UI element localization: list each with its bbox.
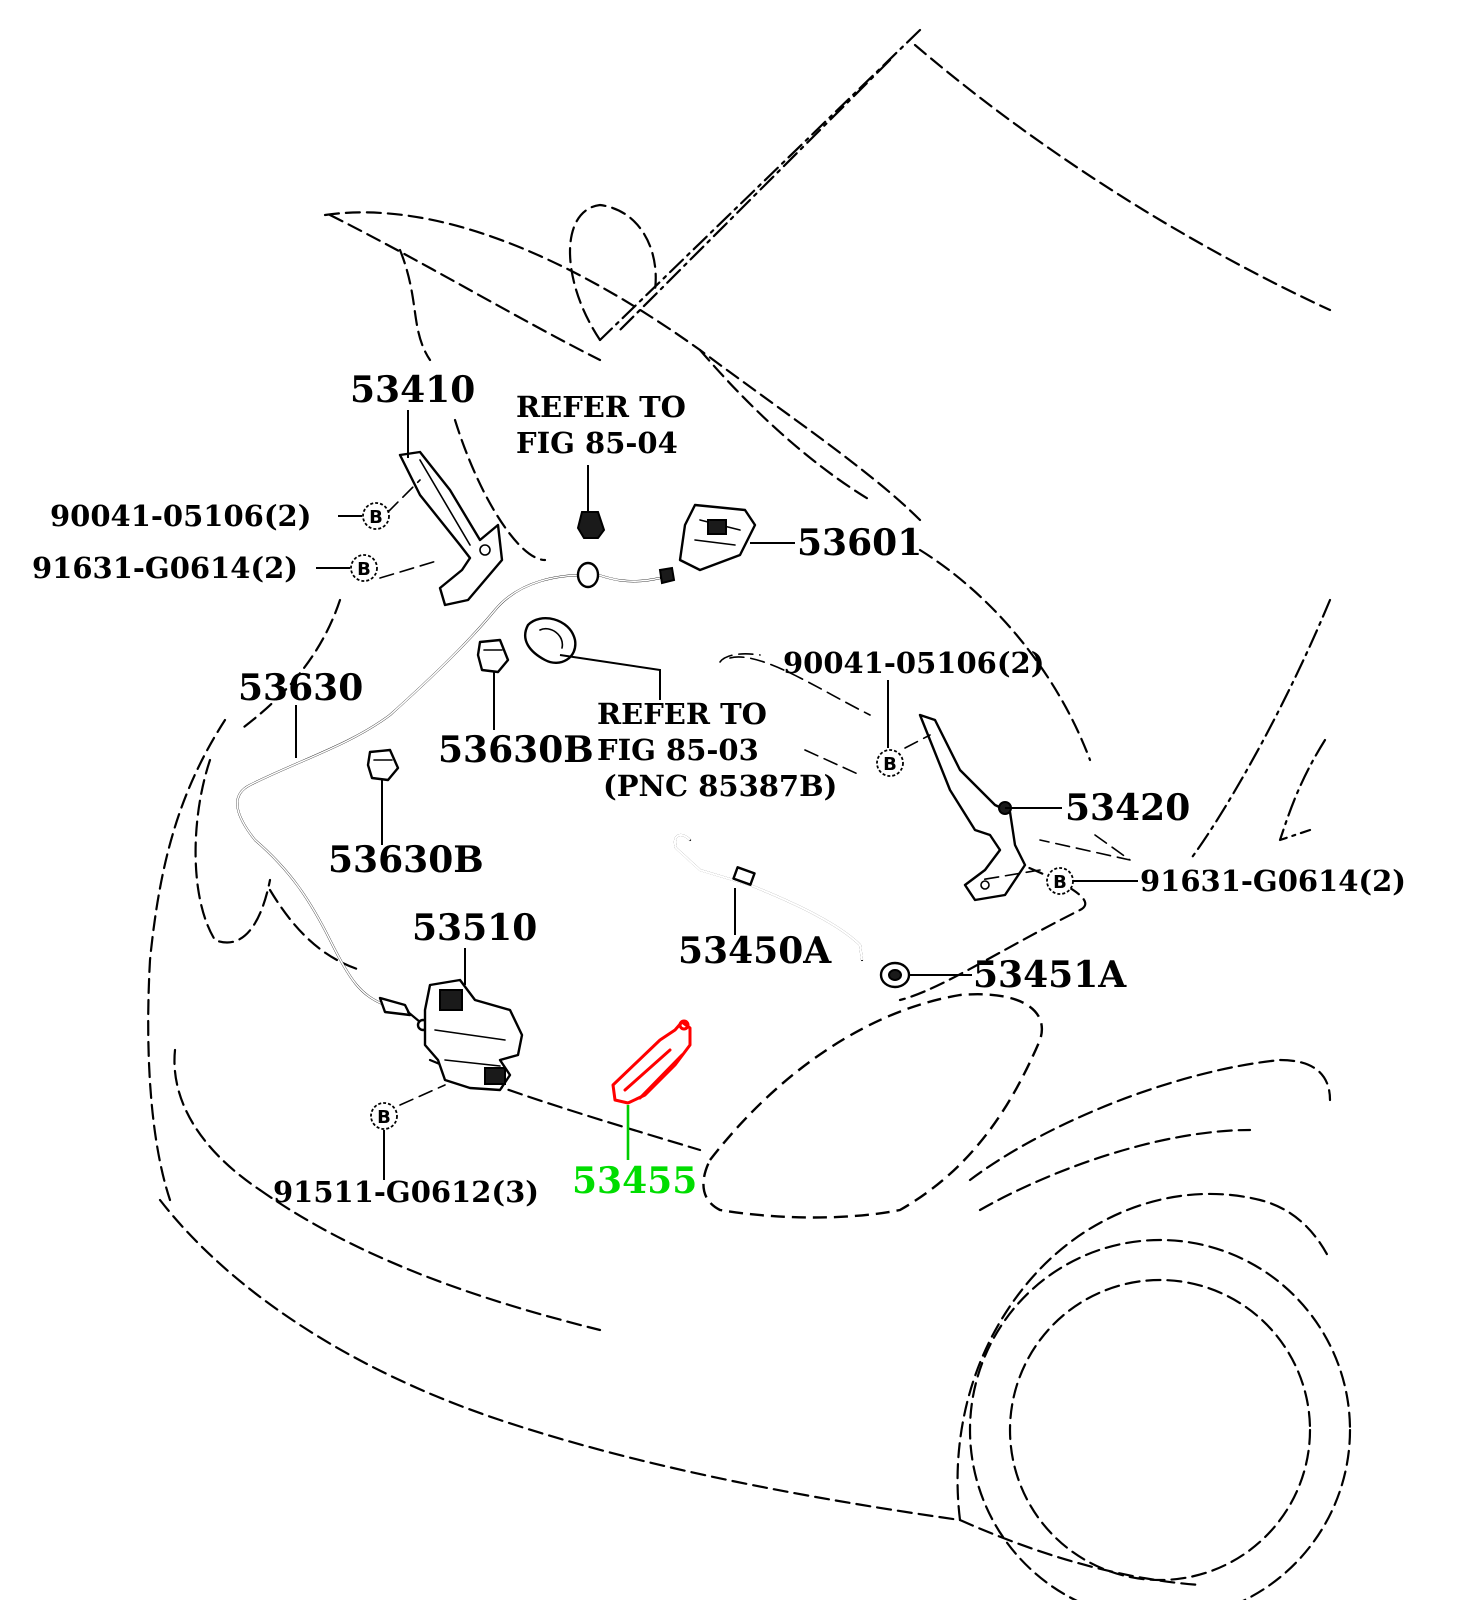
label-refer-fig-85-03-line2: FIG 85-03: [597, 733, 759, 767]
label-53455[interactable]: 53455: [572, 1160, 697, 1202]
hood-latch: [423, 978, 524, 1092]
label-91631-left: 91631-G0614(2): [32, 551, 298, 585]
svg-text:B: B: [883, 754, 897, 775]
label-53630B-upper: 53630B: [438, 729, 594, 771]
support-rod-holder: [879, 961, 911, 989]
clamp-ring: [523, 617, 577, 664]
bolt-marker-3: B: [876, 749, 904, 777]
label-refer-fig-85-03-line3: (PNC 85387B): [603, 769, 837, 803]
hood-release-cable: [236, 561, 676, 1032]
bolt-marker-1: B: [362, 502, 390, 530]
label-53630: 53630: [238, 667, 363, 709]
part-labels: 53410 REFER TO FIG 85-04 90041-05106(2) …: [32, 369, 1406, 1209]
label-91631-right: 91631-G0614(2): [1140, 864, 1406, 898]
hood-release-lever: [678, 503, 757, 572]
label-90041-right: 90041-05106(2): [783, 646, 1044, 680]
label-refer-fig-85-03-line1: REFER TO: [597, 697, 767, 731]
hood-hinge-right: [918, 713, 1027, 902]
bolt-marker-5: B: [370, 1102, 398, 1130]
bolt-marker-2: B: [350, 554, 378, 582]
label-53420: 53420: [1065, 787, 1190, 829]
label-refer-fig-85-04-line1: REFER TO: [516, 390, 686, 424]
label-53451A: 53451A: [973, 954, 1127, 996]
hood-support-rod: [673, 833, 864, 962]
clip-part: [576, 511, 606, 539]
label-53601: 53601: [797, 522, 922, 564]
highlighted-part-53455: [611, 1019, 692, 1105]
svg-text:B: B: [1053, 872, 1067, 893]
svg-text:B: B: [357, 559, 371, 580]
vehicle-outline: [147, 28, 1352, 1600]
hood-hinge-left: [398, 450, 504, 607]
svg-text:B: B: [369, 507, 383, 528]
label-91511: 91511-G0612(3): [273, 1175, 539, 1209]
svg-text:B: B: [377, 1107, 391, 1128]
label-53630B-lower: 53630B: [328, 839, 484, 881]
label-53450A: 53450A: [678, 930, 832, 972]
label-90041-left: 90041-05106(2): [50, 499, 311, 533]
leader-lines: [295, 410, 1138, 1180]
label-refer-fig-85-04-line2: FIG 85-04: [516, 426, 678, 460]
cable-clamp-lower: [366, 748, 400, 782]
bolt-marker-4: B: [1046, 867, 1074, 895]
label-53510: 53510: [412, 907, 537, 949]
cable-clamp-upper: [476, 638, 510, 674]
label-53410: 53410: [350, 369, 475, 411]
